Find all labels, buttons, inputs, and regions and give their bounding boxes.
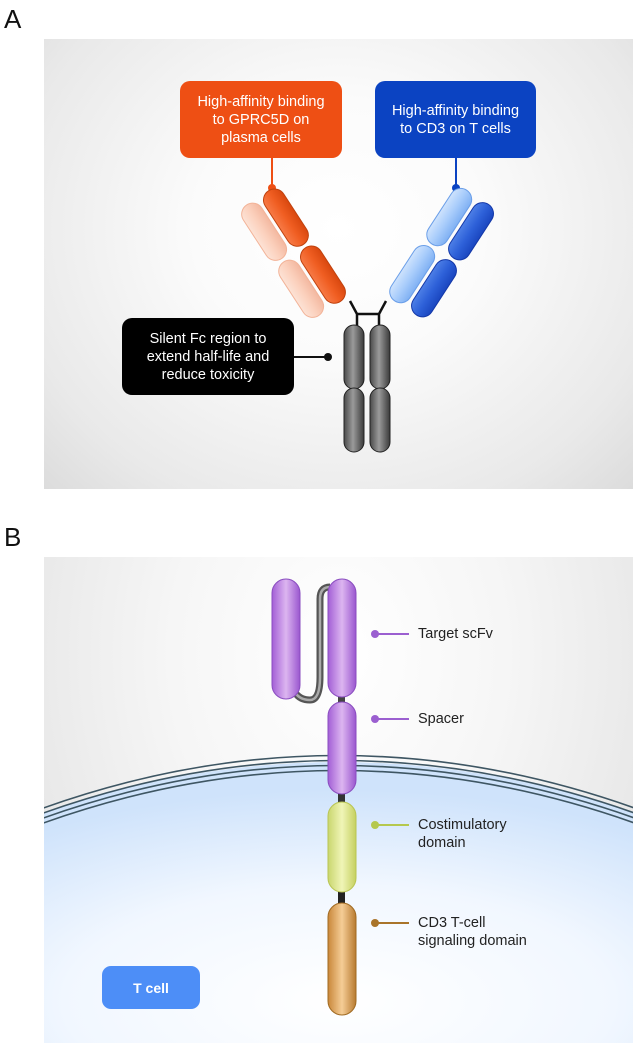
t-cell-badge: T cell <box>102 966 200 1009</box>
costimulatory-domain-label: Costimulatory domain <box>418 817 507 851</box>
panel-b-car-t-construct: Target scFv Spacer Costimulatory domain … <box>44 557 633 1043</box>
bispecific-antibody-illustration <box>241 157 494 453</box>
silent-fc-region <box>343 324 391 453</box>
costimulatory-domain <box>327 801 357 893</box>
cd3-binding-arm <box>389 187 494 318</box>
panel-b-letter: B <box>4 522 22 552</box>
gprc5d-binding-callout: High-affinity binding to GPRC5D on plasm… <box>180 81 342 158</box>
target-scfv <box>271 578 357 700</box>
cd3-signaling-domain-label: CD3 T-cell signaling domain <box>418 915 527 949</box>
cd3-signaling-domain <box>327 902 357 1016</box>
gprc5d-binding-arm <box>241 188 346 318</box>
panel-a-bispecific-antibody: High-affinity binding to GPRC5D on plasm… <box>44 39 633 489</box>
target-scfv-label: Target scFv <box>418 626 493 642</box>
spacer-domain <box>327 701 357 795</box>
spacer-label: Spacer <box>418 711 464 727</box>
cd3-binding-callout: High-affinity binding to CD3 on T cells <box>375 81 536 158</box>
silent-fc-callout: Silent Fc region to extend half-life and… <box>122 318 294 395</box>
panel-a-letter: A <box>4 4 22 34</box>
